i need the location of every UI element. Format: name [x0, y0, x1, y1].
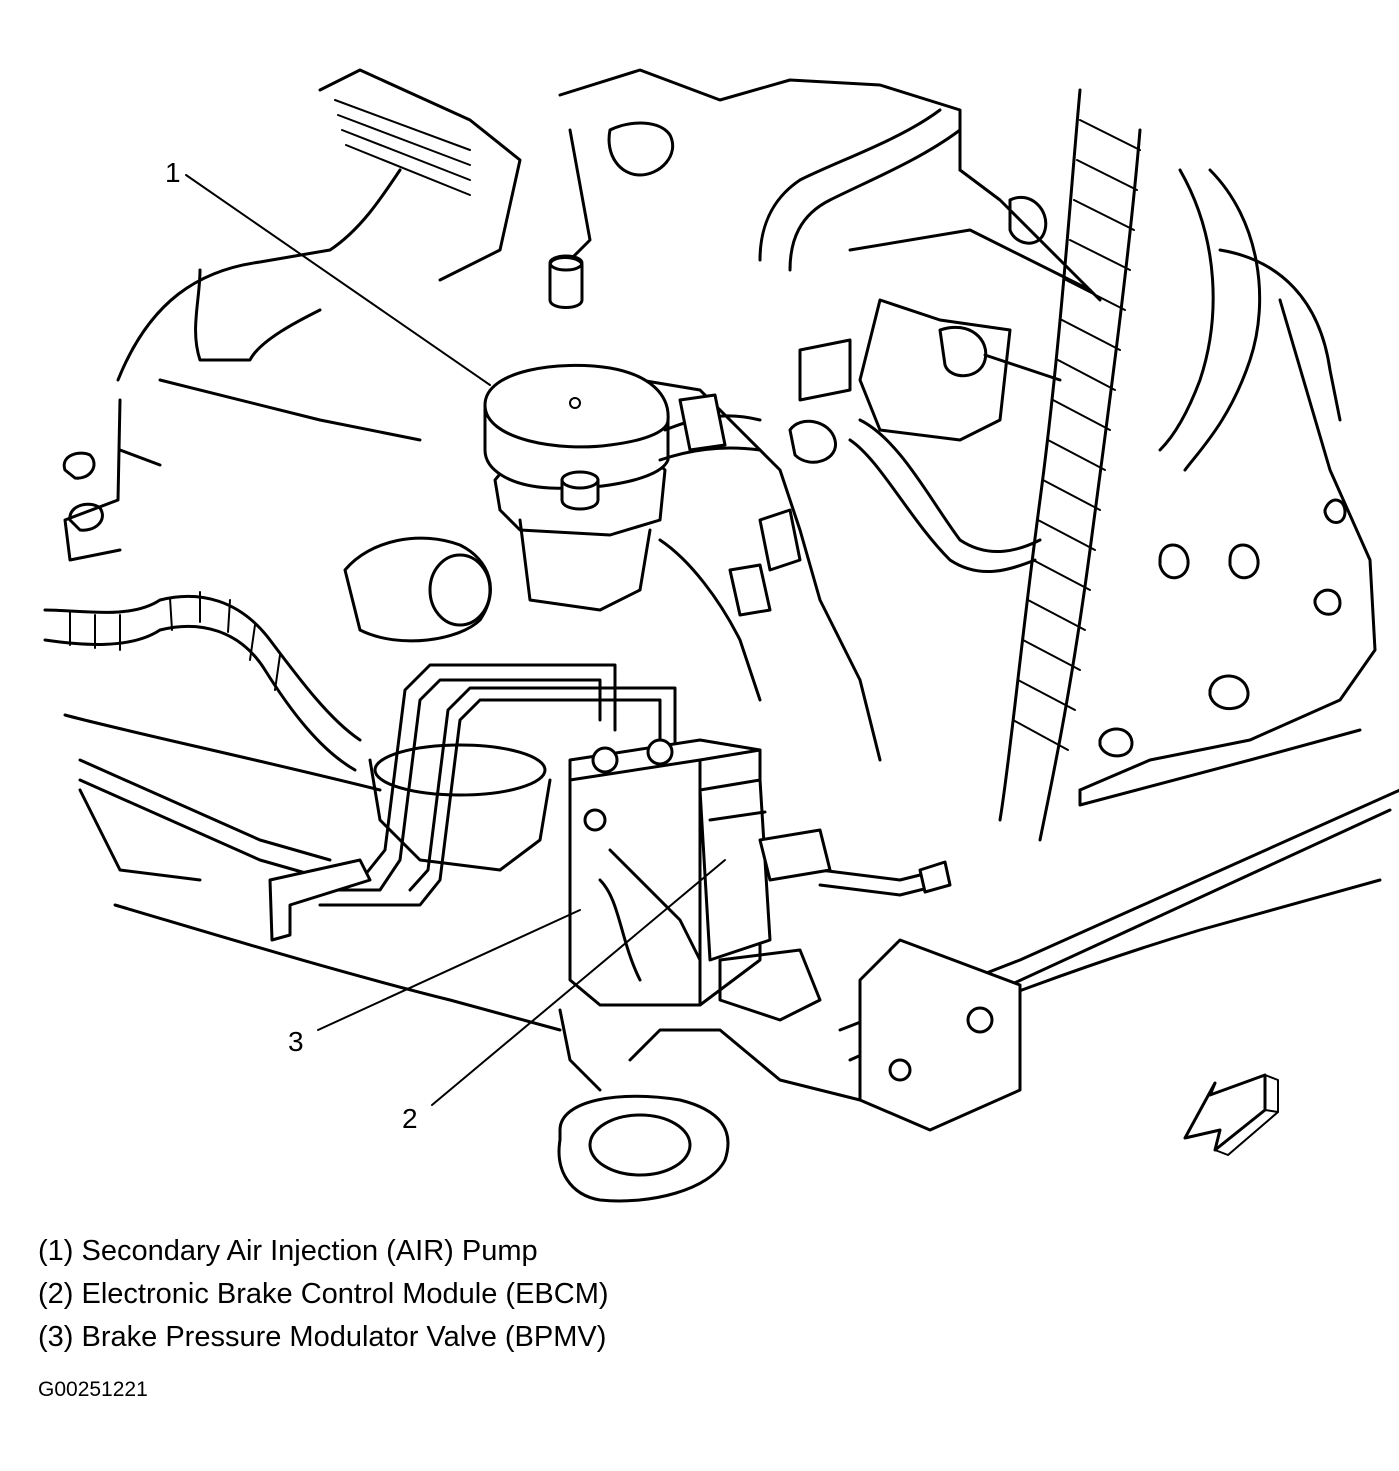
- callout-3-leader: [317, 909, 581, 1031]
- brake-lines-drawing: [78, 663, 952, 942]
- air-pump-drawing: [483, 254, 762, 612]
- legend-item-2: (2) Electronic Brake Control Module (EBC…: [38, 1278, 609, 1310]
- wiring-harness-drawing: [758, 88, 1262, 842]
- callout-1: 1: [165, 157, 181, 188]
- legend-item-3: (3) Brake Pressure Modulator Valve (BPMV…: [38, 1321, 607, 1353]
- left-harness-drawing: [43, 536, 492, 772]
- direction-arrow-icon: [1183, 1073, 1279, 1156]
- ebcm-bpmv-drawing: [368, 738, 832, 1022]
- callout-1-leader: [185, 174, 491, 386]
- callout-3: 3: [288, 1026, 304, 1057]
- engine-component-illustration: 1 2 3: [43, 68, 1399, 1203]
- cradle-drawing: [63, 713, 1399, 1203]
- figure-id: G00251221: [38, 1378, 148, 1401]
- legend-item-1: (1) Secondary Air Injection (AIR) Pump: [38, 1235, 538, 1267]
- callout-2-leader: [431, 859, 726, 1106]
- engine-block-drawing: [62, 68, 1377, 807]
- legend: (1) Secondary Air Injection (AIR) Pump (…: [38, 1230, 609, 1359]
- callout-2: 2: [402, 1103, 418, 1134]
